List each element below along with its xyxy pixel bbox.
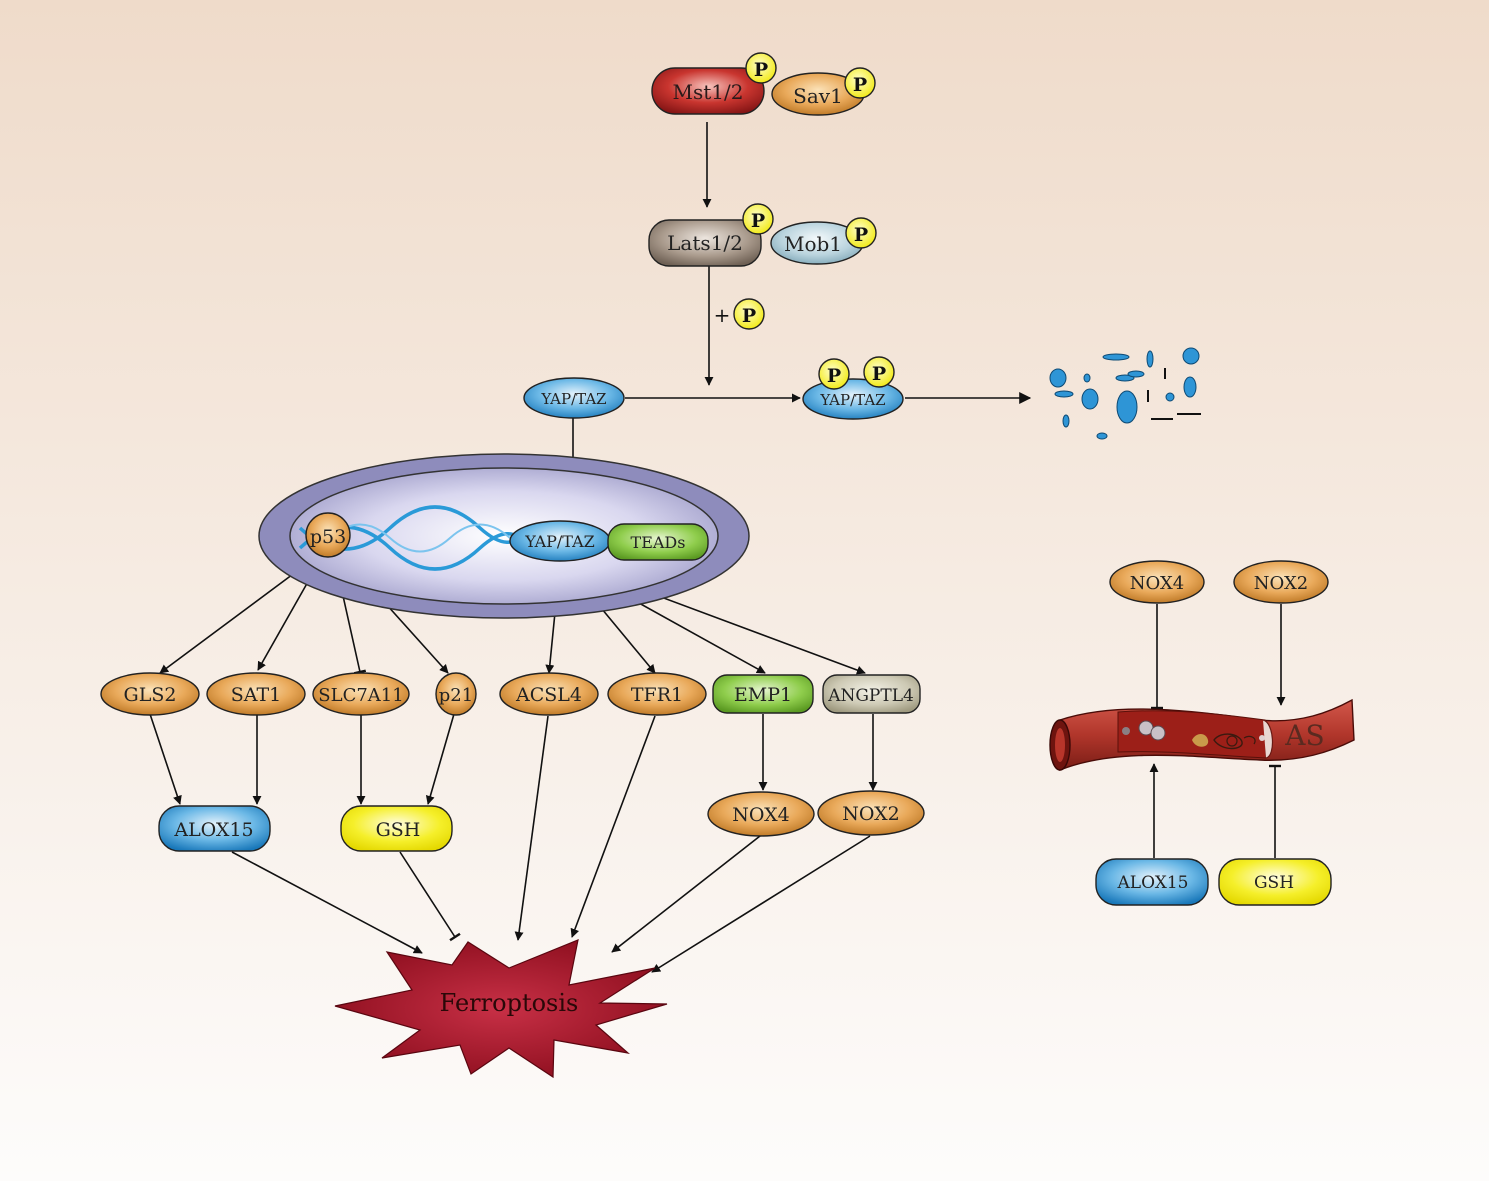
ferroptosis-label: Ferroptosis bbox=[440, 989, 579, 1017]
arrow-nox2-to-ferroptosis bbox=[651, 835, 871, 973]
vessel-alox15-node: ALOX15 bbox=[1095, 858, 1209, 906]
p53-node: p53 bbox=[305, 512, 351, 558]
angptl4-node: ANGPTL4 bbox=[822, 674, 921, 714]
nuclear-envelope-inner bbox=[289, 467, 719, 605]
tfr1-node: TFR1 bbox=[607, 672, 707, 716]
phosphate-label: P bbox=[853, 74, 867, 96]
nox2-label: NOX2 bbox=[842, 803, 899, 825]
plus-sign: + bbox=[714, 303, 731, 327]
phospho-yap-2: P bbox=[863, 356, 895, 388]
p53-label: p53 bbox=[310, 526, 346, 548]
lats-node: Lats1/2 bbox=[648, 219, 762, 267]
vessel-nox4-label: NOX4 bbox=[1130, 573, 1184, 594]
sat1-node: SAT1 bbox=[206, 672, 306, 716]
acsl4-label: ACSL4 bbox=[515, 684, 582, 706]
yap-phospho-node: YAP/TAZ bbox=[802, 378, 904, 420]
ferroptosis-burst-icon bbox=[334, 939, 668, 1079]
yap-nucleus-label: YAP/TAZ bbox=[524, 532, 595, 551]
inhibit-gsh-to-ferroptosis bbox=[399, 851, 461, 942]
phospho-lats: P bbox=[742, 203, 774, 235]
phospho-mst: P bbox=[745, 52, 777, 84]
arrow-p21-to-gsh bbox=[425, 713, 455, 805]
lats-pill bbox=[648, 219, 762, 267]
emp1-label: EMP1 bbox=[734, 684, 792, 706]
plaque-icon bbox=[1192, 734, 1209, 747]
phosphate-label: P bbox=[742, 305, 756, 327]
arrow-acsl4-to-ferroptosis bbox=[514, 715, 549, 941]
gsh-node: GSH bbox=[340, 805, 453, 852]
phospho-sav: P bbox=[844, 67, 876, 99]
phosphate-icon bbox=[742, 203, 774, 235]
mst-label: Mst1/2 bbox=[673, 80, 744, 104]
gsh-label: GSH bbox=[376, 819, 421, 841]
arrow-tfr1-to-ferroptosis bbox=[570, 715, 656, 938]
p21-label: p21 bbox=[439, 685, 473, 706]
slc7a11-node: SLC7A11 bbox=[312, 672, 410, 716]
mob-label: Mob1 bbox=[784, 232, 842, 256]
phospho-yap-1: P bbox=[818, 358, 850, 390]
phosphate-icon bbox=[745, 52, 777, 84]
phosphate-icon bbox=[845, 217, 877, 249]
as-label: AS bbox=[1284, 719, 1324, 752]
p53-circle bbox=[305, 512, 351, 558]
phosphate-icon bbox=[844, 67, 876, 99]
artery-lumen bbox=[1117, 710, 1267, 759]
yap-cytoplasm-node: YAP/TAZ bbox=[523, 377, 625, 419]
yap-cyto-label: YAP/TAZ bbox=[540, 390, 606, 408]
phosphate-label: P bbox=[872, 363, 886, 385]
mob-node: Mob1 bbox=[770, 221, 864, 265]
arrow-alox15-to-ferroptosis bbox=[231, 851, 423, 954]
emp1-node: EMP1 bbox=[712, 674, 814, 714]
sav-label: Sav1 bbox=[793, 84, 843, 108]
artery-icon: AS bbox=[1049, 698, 1355, 772]
yap-nucleus-node: YAP/TAZ bbox=[509, 520, 611, 562]
nox4-node: NOX4 bbox=[707, 791, 815, 837]
tfr1-label: TFR1 bbox=[631, 684, 683, 706]
teads-pill bbox=[607, 523, 709, 561]
mst-pill bbox=[651, 67, 765, 115]
phosphate-icon bbox=[818, 358, 850, 390]
arrow-gls2-to-alox15 bbox=[149, 713, 182, 805]
vessel-panel: NOX4 NOX2 AS ALOX15 bbox=[1049, 560, 1355, 906]
vessel-nox2-label: NOX2 bbox=[1254, 573, 1308, 594]
nucleus: p53 YAP/TAZ TEADs bbox=[258, 453, 750, 619]
slc7a11-label: SLC7A11 bbox=[318, 685, 403, 706]
arrow-nox4-to-ferroptosis bbox=[611, 835, 761, 953]
p21-node: p21 bbox=[435, 672, 477, 716]
alox15-node: ALOX15 bbox=[158, 805, 271, 852]
degradation-fragments-icon bbox=[1049, 347, 1201, 440]
vessel-nox2-node: NOX2 bbox=[1233, 560, 1329, 604]
phosphate-icon bbox=[863, 356, 895, 388]
mst-node: Mst1/2 bbox=[651, 67, 765, 115]
angptl4-label: ANGPTL4 bbox=[827, 686, 914, 706]
nox2-node: NOX2 bbox=[817, 790, 925, 836]
ferroptosis-node: Ferroptosis bbox=[334, 939, 668, 1079]
teads-label: TEADs bbox=[631, 533, 686, 552]
yap-phos-label: YAP/TAZ bbox=[819, 391, 885, 409]
phosphorylation-step: + P bbox=[714, 298, 765, 330]
phospho-mob: P bbox=[845, 217, 877, 249]
nox4-label: NOX4 bbox=[732, 804, 789, 826]
yap-phos-ellipse bbox=[802, 378, 904, 420]
vessel-gsh-node: GSH bbox=[1218, 858, 1332, 906]
phosphate-icon bbox=[733, 298, 765, 330]
yap-cyto-ellipse bbox=[523, 377, 625, 419]
phosphate-label: P bbox=[827, 365, 841, 387]
sat1-label: SAT1 bbox=[231, 684, 281, 706]
vessel-nox4-node: NOX4 bbox=[1109, 560, 1205, 604]
phosphate-label: P bbox=[754, 59, 768, 81]
acsl4-node: ACSL4 bbox=[499, 672, 599, 716]
sav-node: Sav1 bbox=[771, 72, 865, 116]
lats-label: Lats1/2 bbox=[667, 231, 743, 255]
phosphate-label: P bbox=[751, 210, 765, 232]
teads-node: TEADs bbox=[607, 523, 709, 561]
gls2-label: GLS2 bbox=[124, 684, 177, 706]
artery-cut-end bbox=[1262, 719, 1273, 759]
gls2-node: GLS2 bbox=[100, 672, 200, 716]
vessel-gsh-label: GSH bbox=[1254, 873, 1294, 893]
alox15-label: ALOX15 bbox=[173, 819, 253, 841]
vessel-alox15-label: ALOX15 bbox=[1117, 873, 1189, 893]
phosphate-label: P bbox=[854, 224, 868, 246]
